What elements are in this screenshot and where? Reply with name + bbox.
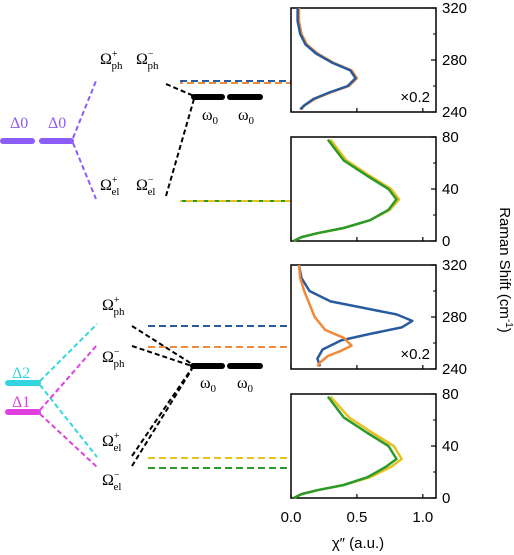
connector xyxy=(39,413,98,468)
y-tick-label: 240 xyxy=(442,104,467,121)
y-tick-label: 0 xyxy=(442,490,450,507)
label-delta1: Δ1 xyxy=(12,394,30,411)
series-line-blue xyxy=(296,8,357,111)
x-axis-title: χ″ (a.u.) xyxy=(332,535,384,552)
label-delta0-a: Δ0 xyxy=(10,115,28,132)
plot-panel: 240 280 320 ×0.2 xyxy=(290,0,467,121)
connector xyxy=(39,323,98,382)
series-line-orange xyxy=(297,264,353,368)
label-omega0-b: ω0 xyxy=(238,107,255,127)
y-tick-label: 320 xyxy=(442,257,467,274)
connector xyxy=(72,142,97,200)
plot-panel: 0 40 80 xyxy=(290,129,459,250)
x-tick-label: 0.0 xyxy=(281,509,302,526)
x-tick-label: 0.5 xyxy=(346,509,367,526)
plot-panel: 0 40 80 xyxy=(290,386,459,507)
connector xyxy=(131,368,193,467)
x-axis-ticks: 0.0 0.5 1.0 xyxy=(281,509,434,526)
plot-frame xyxy=(290,136,437,242)
connector xyxy=(39,384,98,458)
scale-annotation: ×0.2 xyxy=(400,89,430,106)
series-line-blue xyxy=(297,264,414,367)
y-axis-title: Raman Shift (cm-1) xyxy=(496,207,514,333)
label-omega0-a: ω0 xyxy=(202,107,219,127)
label-delta2: Δ2 xyxy=(12,365,30,382)
label-omega-el-minus: Ω−el xyxy=(136,175,155,198)
y-tick-label: 40 xyxy=(442,181,459,198)
connector xyxy=(131,345,193,367)
y-tick-label: 320 xyxy=(442,0,467,17)
y-tick-label: 0 xyxy=(442,233,450,250)
y-tick-label: 240 xyxy=(442,361,467,378)
scale-annotation: ×0.2 xyxy=(400,346,430,363)
connector xyxy=(72,80,97,139)
connector xyxy=(131,325,193,365)
series-line-green xyxy=(293,395,398,500)
plot-frame xyxy=(290,393,437,499)
connector xyxy=(39,344,98,411)
plot-panel: 240 280 320 ×0.2 xyxy=(290,257,467,378)
label-omega0-c: ω0 xyxy=(200,375,217,395)
series-line-green xyxy=(293,138,398,243)
y-tick-label: 280 xyxy=(442,309,467,326)
plot-frame xyxy=(290,7,437,113)
label-omega-el-minus-b: Ω−el xyxy=(102,470,121,493)
y-tick-label: 280 xyxy=(442,52,467,69)
label-omega-ph-plus-b: Ω+ph xyxy=(102,295,125,318)
connector xyxy=(131,367,193,457)
label-omega-ph-minus: Ω−ph xyxy=(136,49,159,72)
label-delta0-b: Δ0 xyxy=(48,115,66,132)
x-tick-label: 1.0 xyxy=(412,509,433,526)
y-tick-label: 80 xyxy=(442,386,459,403)
connector xyxy=(165,83,195,97)
label-omega-el-plus-b: Ω+el xyxy=(102,431,121,454)
label-omega0-d: ω0 xyxy=(237,375,254,395)
connector xyxy=(165,98,195,197)
plot-panels: 240 280 320 ×0.2 0 40 80 240 280 320 ×0.2 0 40 80 xyxy=(290,0,467,507)
y-tick-label: 80 xyxy=(442,129,459,146)
label-omega-ph-plus: Ω+ph xyxy=(100,49,123,72)
label-omega-el-plus: Ω+el xyxy=(100,175,119,198)
y-tick-label: 40 xyxy=(442,438,459,455)
label-omega-ph-minus-b: Ω−ph xyxy=(102,347,125,370)
